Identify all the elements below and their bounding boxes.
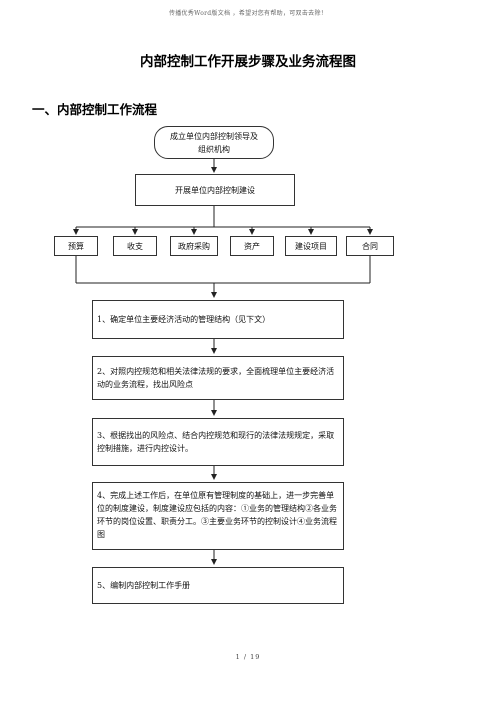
page-number: 1 / 19: [235, 653, 261, 661]
header-note: 传播优秀Word版文档 ，希望对您有帮助，可双击去除！: [168, 10, 328, 17]
flow-step-text: 3、根据找出的风险点、结合内控规范和现行的法律法规规定，采取控制措施，进行内控设…: [97, 431, 335, 453]
flow-step-text: 1、确定单位主要经济活动的管理结构（见下文）: [97, 315, 271, 324]
category-assets-box: 资产: [230, 236, 274, 256]
flow-step-5: 5、编制内部控制工作手册: [92, 567, 344, 604]
flow-start-box: 成立单位内部控制领导及组织机构: [154, 126, 274, 159]
category-label: 建设项目: [295, 241, 327, 251]
category-label: 政府采购: [178, 241, 210, 251]
flow-build-box: 开展单位内部控制建设: [135, 174, 295, 206]
flow-build-label: 开展单位内部控制建设: [175, 185, 255, 195]
category-label: 资产: [244, 241, 260, 251]
page-title: 内部控制工作开展步骤及业务流程图: [140, 54, 356, 70]
flow-step-3: 3、根据找出的风险点、结合内控规范和现行的法律法规规定，采取控制措施，进行内控设…: [92, 418, 344, 466]
category-procurement-box: 政府采购: [170, 236, 218, 256]
flow-step-4: 4、完成上述工作后，在单位原有管理制度的基础上，进一步完善单位的制度建设，制度建…: [92, 482, 344, 550]
category-contract-box: 合同: [346, 236, 394, 256]
category-revenue-expense-box: 收支: [113, 236, 157, 256]
flow-step-1: 1、确定单位主要经济活动的管理结构（见下文）: [92, 300, 344, 339]
category-label: 收支: [127, 241, 143, 251]
category-budget-box: 预算: [54, 236, 98, 256]
category-label: 预算: [68, 241, 84, 251]
section-heading: 一、内部控制工作流程: [32, 102, 158, 117]
flow-start-label: 成立单位内部控制领导及组织机构: [170, 131, 258, 154]
flow-step-text: 2、对照内控规范和相关法律法规的要求，全面梳理单位主要经济活动的业务流程，找出风…: [97, 367, 335, 389]
flow-step-text: 5、编制内部控制工作手册: [97, 581, 191, 590]
category-label: 合同: [362, 241, 378, 251]
category-construction-box: 建设项目: [285, 236, 337, 256]
flow-step-text: 4、完成上述工作后，在单位原有管理制度的基础上，进一步完善单位的制度建设，制度建…: [97, 491, 337, 539]
flow-step-2: 2、对照内控规范和相关法律法规的要求，全面梳理单位主要经济活动的业务流程，找出风…: [92, 356, 344, 400]
